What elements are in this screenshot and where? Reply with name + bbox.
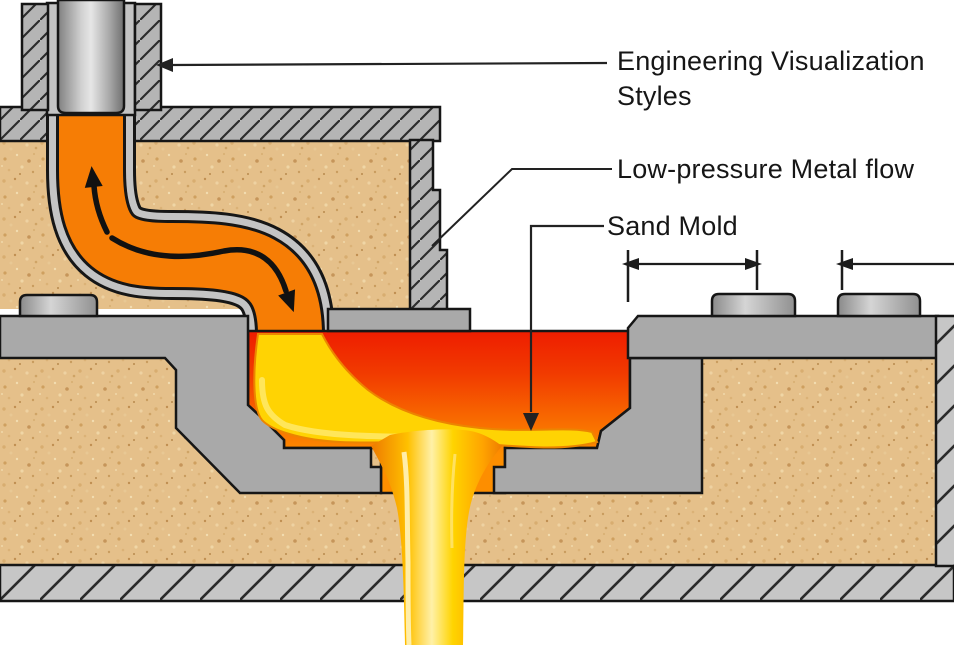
leader-style-arrowhead bbox=[156, 58, 173, 72]
boss-right-2 bbox=[836, 292, 922, 318]
flow-arrow-up-head bbox=[84, 166, 103, 188]
base-plate-bar bbox=[0, 563, 954, 603]
stepped-wall-section bbox=[408, 138, 449, 313]
stream-highlight-right bbox=[450, 453, 457, 549]
label-visualization-styles-line1: Engineering Visualization bbox=[617, 46, 925, 76]
leader-style bbox=[171, 61, 608, 67]
label-visualization-styles-line2: Styles bbox=[617, 81, 692, 111]
annotations bbox=[156, 58, 612, 431]
boss-right-1 bbox=[710, 292, 797, 318]
yellow-metal-flow bbox=[253, 333, 599, 449]
flow-arrow-s bbox=[109, 235, 289, 294]
pipe-column-right bbox=[133, 2, 163, 112]
dim2-arrowhead bbox=[836, 258, 853, 270]
dimension-lines bbox=[622, 250, 954, 302]
label-metal-flow: Low-pressure Metal flow bbox=[617, 154, 915, 184]
pressure-cylinder bbox=[56, 0, 126, 115]
pouring-stream bbox=[371, 429, 502, 645]
flow-arrow-up bbox=[91, 183, 110, 235]
right-top-plate bbox=[626, 314, 940, 360]
flow-arrow-s-head bbox=[278, 289, 296, 313]
right-edge-wall bbox=[934, 314, 954, 568]
dim1-arrowhead-right bbox=[745, 258, 762, 270]
boss-left bbox=[18, 293, 99, 318]
leader-mold-arrowhead bbox=[523, 413, 539, 431]
pipe-column-left bbox=[20, 2, 50, 112]
dim1-arrowhead-left bbox=[622, 258, 639, 270]
label-visualization-styles: Engineering Visualization Styles bbox=[617, 44, 925, 114]
label-sand-mold: Sand Mold bbox=[607, 211, 738, 241]
flow-arrows bbox=[84, 166, 296, 313]
stream-highlight-left bbox=[401, 451, 412, 645]
right-mold-block bbox=[492, 356, 704, 495]
left-mold-block bbox=[0, 314, 383, 495]
leader-mold bbox=[529, 224, 604, 412]
column-foot bbox=[326, 307, 472, 333]
leader-flow bbox=[431, 168, 612, 247]
